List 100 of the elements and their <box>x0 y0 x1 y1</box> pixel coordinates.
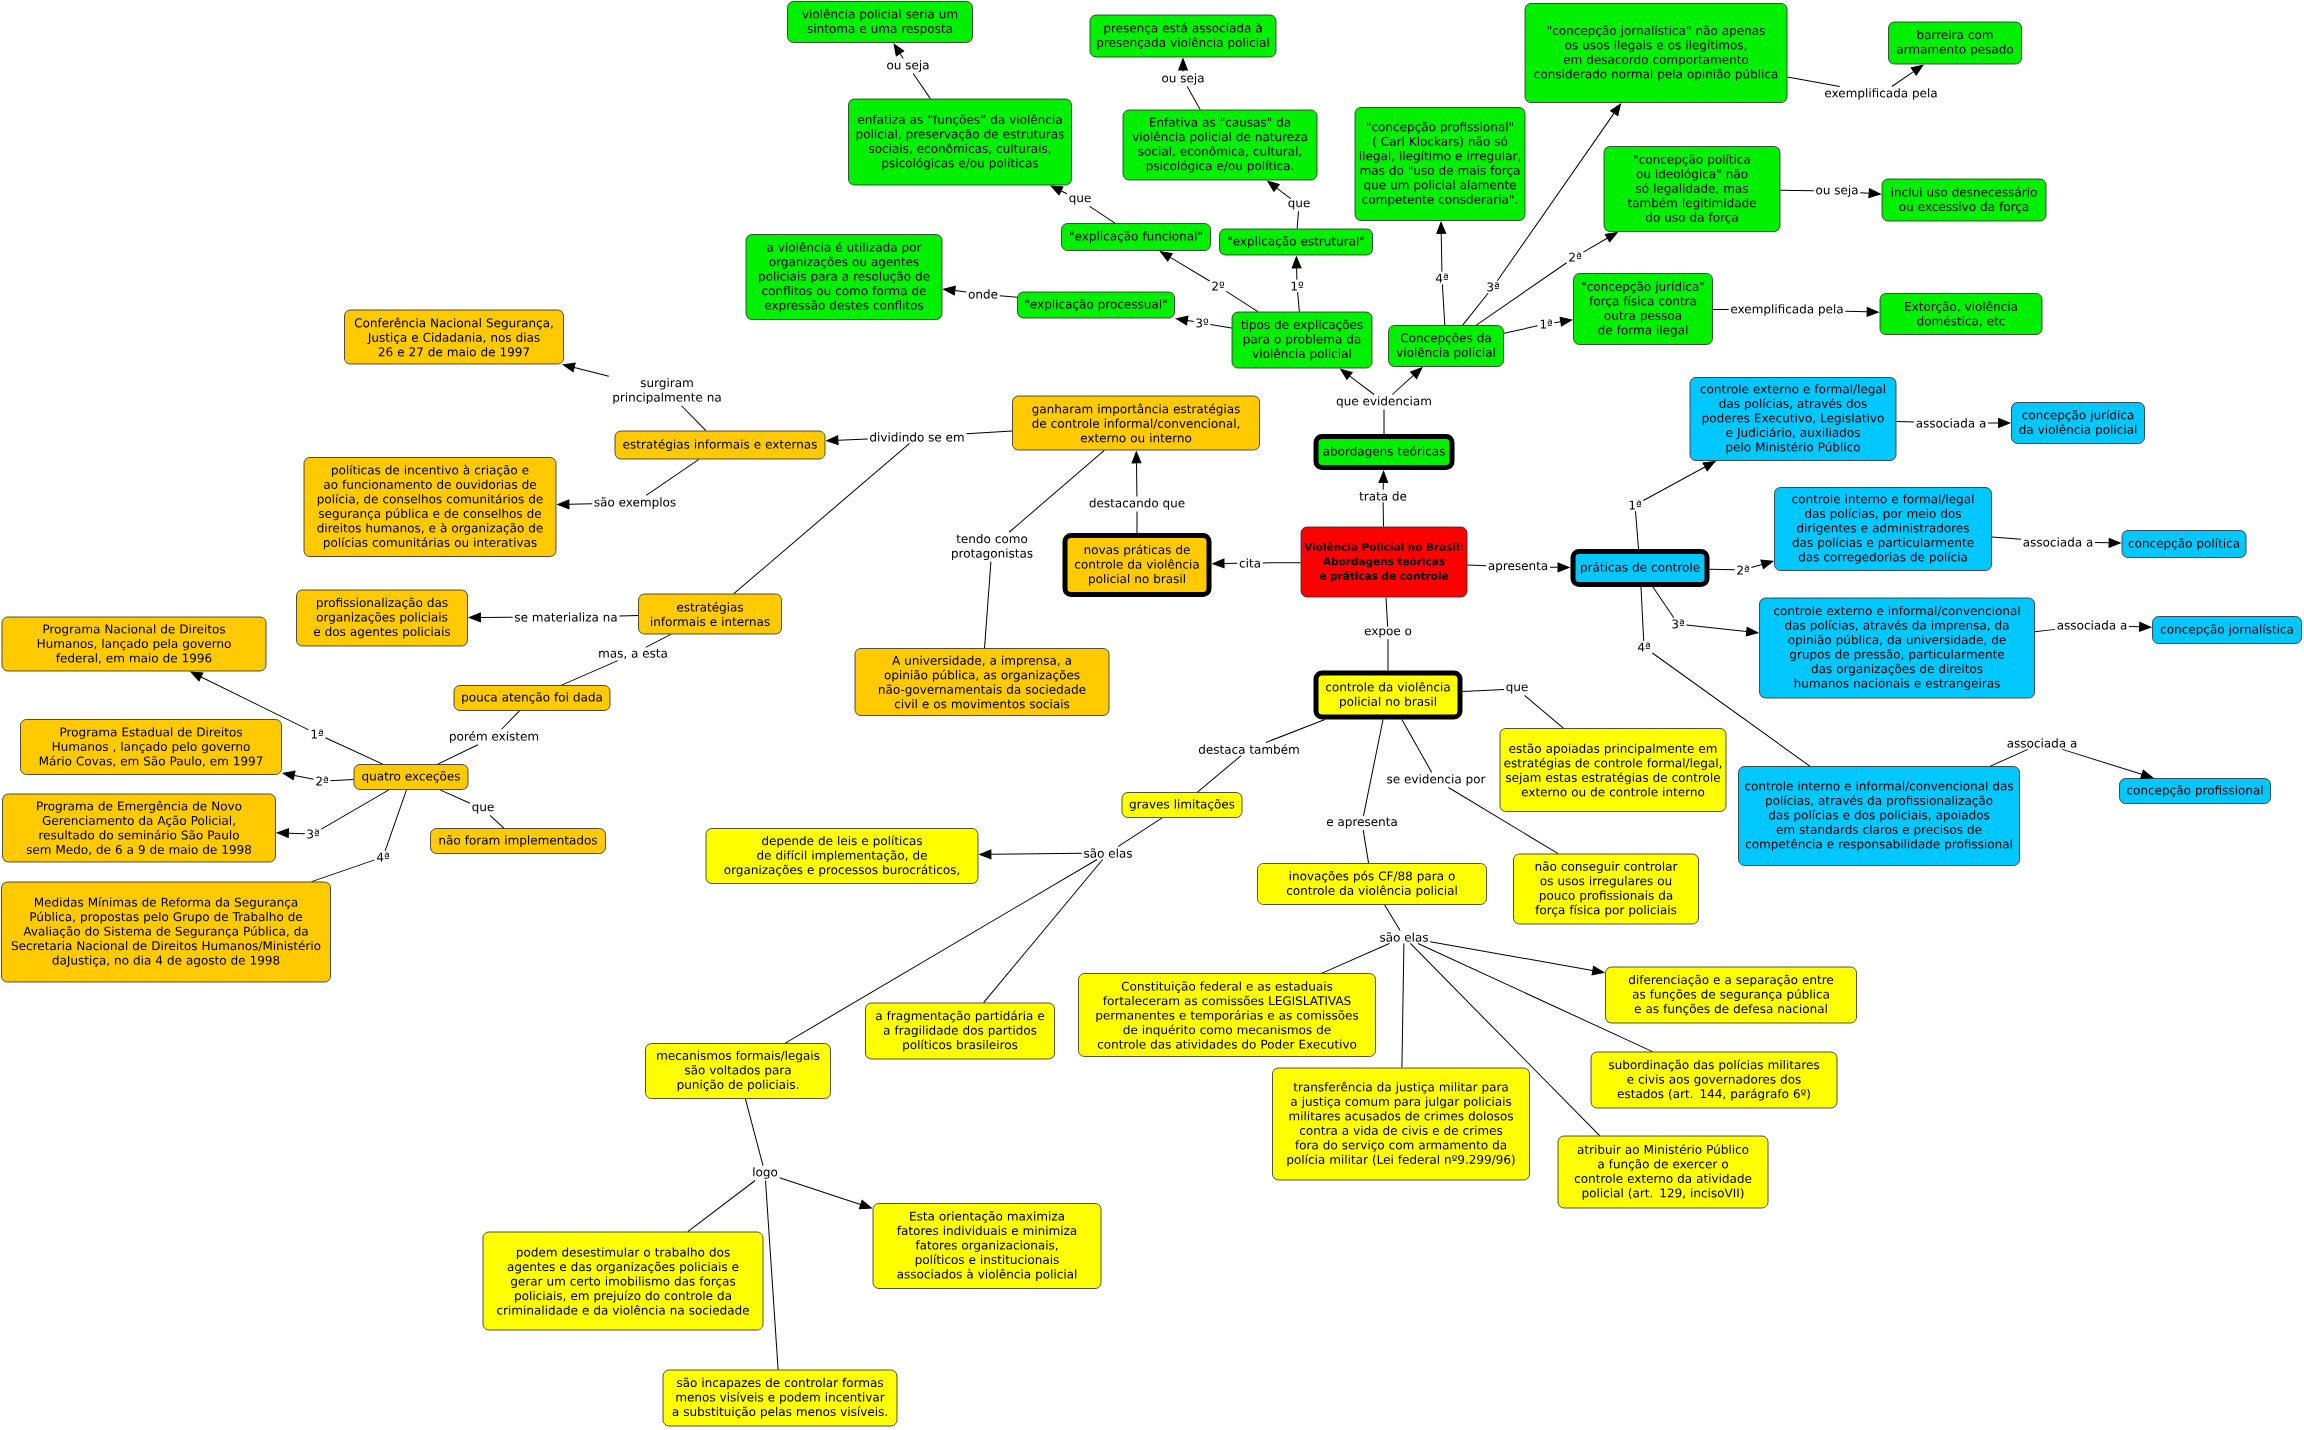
arrow <box>826 435 869 446</box>
linking-phrase: 1º <box>1291 281 1304 291</box>
linking-phrase: 1ª <box>1629 500 1641 510</box>
connector-line <box>1209 323 1233 329</box>
concept-box: Programa Estadual de Direitos Humanos , lançado pelo governo Mário Covas, em São Paulo, em 1997 <box>20 719 282 775</box>
concept-box: enfatiza as “funções” da violência policial, preservação de estruturas sociais, econômicas, culturais, psicológicas e/ou políticas <box>848 98 1072 186</box>
concept-box: controle interno e informal/convencional das polícias, através da profissionalização das polícias e dos policiais, apoiados em standards claros e precisos de competência e responsabilidade profissional <box>1738 766 2020 866</box>
concept-box: a violência é utilizada por organizações ou agentes policiais para a resolução de conflitos ou como forma de expressão destes conflitos <box>745 234 943 320</box>
connector-line <box>681 405 707 432</box>
arrow <box>1436 221 1447 273</box>
arrow <box>1391 367 1423 395</box>
concept-box: pouca atenção foi dada <box>453 685 611 711</box>
linking-phrase: destaca também <box>1198 744 1299 754</box>
linking-phrase: que <box>472 804 494 814</box>
linking-phrase: surgiram principalmente na <box>613 377 721 405</box>
arrow <box>562 362 610 377</box>
arrow <box>1212 558 1238 569</box>
linking-phrase: que <box>1506 684 1528 694</box>
connector-line <box>784 858 1098 1044</box>
connector-line <box>1503 325 1539 334</box>
connector-line <box>1651 652 1811 767</box>
concept-box: podem desestimular o trabalho dos agentes e das organizações policiais e gerar um certo imobilismo das forças policiais, em prejuízo do controle da criminalidade e da violência na sociedade <box>482 1231 764 1331</box>
connector-line <box>437 744 479 765</box>
connector-line <box>1786 76 1841 87</box>
linking-phrase: 4ª <box>1435 273 1448 283</box>
connector-line <box>1462 689 1505 693</box>
linking-phrase: 3ª <box>1672 619 1684 629</box>
connector-line <box>765 1180 779 1371</box>
connector-line <box>1321 942 1390 974</box>
arrow <box>1131 451 1142 497</box>
connector-line <box>1385 596 1389 628</box>
concept-box: concepção profissional <box>2119 778 2271 804</box>
connector-line <box>1297 291 1300 313</box>
linking-phrase: 3ª <box>1487 282 1499 292</box>
concept-box: concepção jurídica da violência policial <box>2011 402 2145 444</box>
concept-box: tipos de explicações para o problema da violência policial <box>1231 311 1373 369</box>
arrow <box>1685 624 1759 637</box>
concept-box: presença está associada à presençada violência policial <box>1089 14 1277 58</box>
linking-phrase: ou seja <box>887 60 929 72</box>
linking-phrase: associada a <box>2057 620 2127 630</box>
connector-line <box>1447 787 1559 855</box>
linking-phrase: apresenta <box>1488 561 1548 573</box>
arrow <box>1859 188 1881 199</box>
connector-line <box>1475 262 1568 326</box>
connector-line <box>1117 817 1163 848</box>
linking-phrase: associada a <box>2007 738 2077 748</box>
concept-box: Constituição federal e as estaduais fortaleceram as comissões LEGISLATIVAS permanentes e temporárias e as comissões de inquérito como mecanismos de controle das atividades do Poder Executivo <box>1078 973 1376 1057</box>
arrow <box>276 828 306 839</box>
concept-box: Medidas Mínimas de Reforma da Segurança Pública, propostas pelo Grupo de Trabalho de Avaliação do Sistema de Segurança Pública, da Secretaria Nacional de Direitos Humanos/Ministério daJustiça, no dia 4 de agosto de 1998 <box>1 881 331 983</box>
concept-box: concepção política <box>2121 530 2247 558</box>
linking-phrase: trata de <box>1359 491 1407 501</box>
concept-box: barreira com armamento pesado <box>1888 21 2022 65</box>
linking-phrase: 2ª <box>316 776 328 786</box>
concept-box: novas práticas de controle da violência policial no brasil <box>1062 533 1212 597</box>
linking-phrase: mas, a esta <box>599 649 667 659</box>
linking-phrase: porém existem <box>450 730 539 744</box>
concept-box: estratégias informais e externas <box>614 430 826 460</box>
connector-line <box>1296 210 1299 230</box>
connector-line <box>1524 694 1564 729</box>
arrow <box>1750 559 1774 570</box>
linking-phrase: que evidenciam <box>1336 396 1431 408</box>
arrow <box>1642 461 1716 501</box>
concept-box: A universidade, a imprensa, a opinião pública, as organizações não-governamentais da sociedade civil e os movimentos sociais <box>854 648 1110 716</box>
connector-line <box>1186 86 1201 111</box>
connector-line <box>999 295 1018 298</box>
concept-box: controle externo e informal/convencional das polícias, através da imprensa, da opinião pública, da universidade, de grupos de pressão, particularmente das organizações de direitos humanos nacionais e estrangeiras <box>1759 597 2035 699</box>
concept-box: a fragmentação partidária e a fragilidade dos partidos políticos brasileiros <box>865 1002 1055 1060</box>
linking-phrase: associada a <box>1916 418 1986 428</box>
connector-line <box>1462 292 1489 326</box>
connector-line <box>439 789 471 804</box>
connector-line <box>1362 719 1384 817</box>
connector-line <box>1382 501 1384 528</box>
concept-box: políticas de incentivo à criação e ao funcionamento de ouvidorias de polícia, de conselhos comunitários de segurança pública e de conselhos de direitos humanos, e à organização de polícias comunitárias ou interativas <box>303 457 557 557</box>
concept-box: estratégias informais e internas <box>638 593 782 635</box>
connector-line <box>384 789 407 852</box>
connector-line <box>1895 421 1915 423</box>
concept-box: Esta orientação maximiza fatores individuais e minimiza fatores organizacionais, políticos e institucionais associados à violência policial <box>872 1203 1102 1289</box>
connector-line <box>329 779 355 782</box>
linking-phrase: ou seja <box>1162 73 1204 85</box>
concept-box: subordinação das polícias militares e civis aos governadores dos estados (art. 144, parágrafo 6º) <box>1590 1051 1838 1109</box>
concept-box: graves limitações <box>1121 792 1243 818</box>
concept-box: ganharam importância estratégias de controle informal/convencional, externo ou interno <box>1012 395 1260 451</box>
arrow <box>1291 256 1302 281</box>
linking-phrase: destacando que <box>1089 498 1185 510</box>
concept-box: "explicação processual" <box>1017 291 1175 319</box>
connector-line <box>645 633 672 648</box>
linking-phrase: 2º <box>1212 281 1225 291</box>
arrow <box>1582 232 1618 253</box>
connector-line <box>1401 942 1405 1069</box>
concept-box: estão apoiadas principalmente em estratégias de controle formal/legal, sejam estas estratégias de controle externo ou de controle interno <box>1499 728 1727 812</box>
connector-line <box>912 73 931 100</box>
linking-phrase: 1ª <box>1540 319 1552 329</box>
arrow <box>2061 748 2154 780</box>
linking-phrase: logo <box>753 1167 778 1179</box>
linking-phrase: ou seja <box>1816 185 1858 197</box>
connector-line <box>1441 283 1446 326</box>
concept-box: mecanismos formais/legais são voltados para punição de policiais. <box>645 1043 831 1099</box>
connector-line <box>1387 638 1389 671</box>
connector-line <box>1991 536 2022 540</box>
arrow <box>1175 315 1195 326</box>
